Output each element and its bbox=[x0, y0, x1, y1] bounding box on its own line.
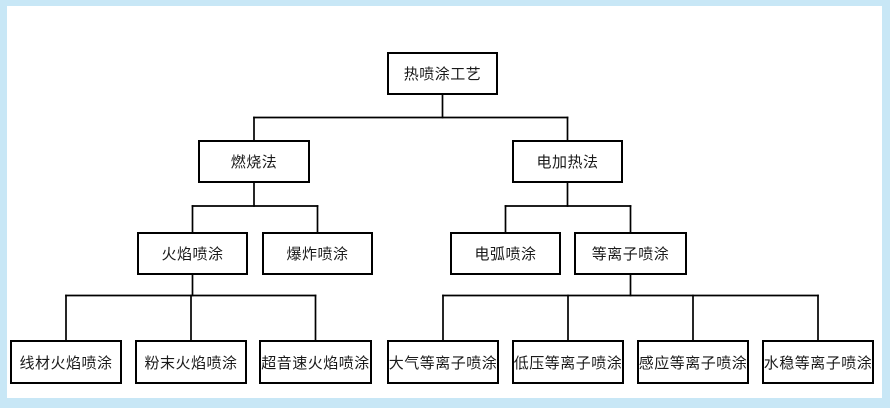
node-thermal-spray-process: 热喷涂工艺 bbox=[387, 52, 498, 95]
node-supersonic-flame-spraying: 超音速火焰喷涂 bbox=[259, 340, 372, 384]
node-low-pressure-plasma-spraying: 低压等离子喷涂 bbox=[512, 340, 624, 384]
node-combustion-method: 燃烧法 bbox=[198, 140, 310, 183]
node-induction-plasma-spraying: 感应等离子喷涂 bbox=[637, 340, 749, 384]
node-wire-flame-spraying: 线材火焰喷涂 bbox=[10, 340, 122, 384]
node-powder-flame-spraying: 粉末火焰喷涂 bbox=[135, 340, 247, 384]
node-water-stabilized-plasma-spraying: 水稳等离子喷涂 bbox=[762, 340, 874, 384]
node-flame-spraying: 火焰喷涂 bbox=[137, 232, 248, 275]
node-plasma-spraying: 等离子喷涂 bbox=[574, 232, 687, 275]
node-detonation-spraying: 爆炸喷涂 bbox=[262, 232, 373, 275]
node-electric-heating-method: 电加热法 bbox=[512, 140, 623, 183]
node-arc-spraying: 电弧喷涂 bbox=[450, 232, 561, 275]
node-atmospheric-plasma-spraying: 大气等离子喷涂 bbox=[387, 340, 499, 384]
